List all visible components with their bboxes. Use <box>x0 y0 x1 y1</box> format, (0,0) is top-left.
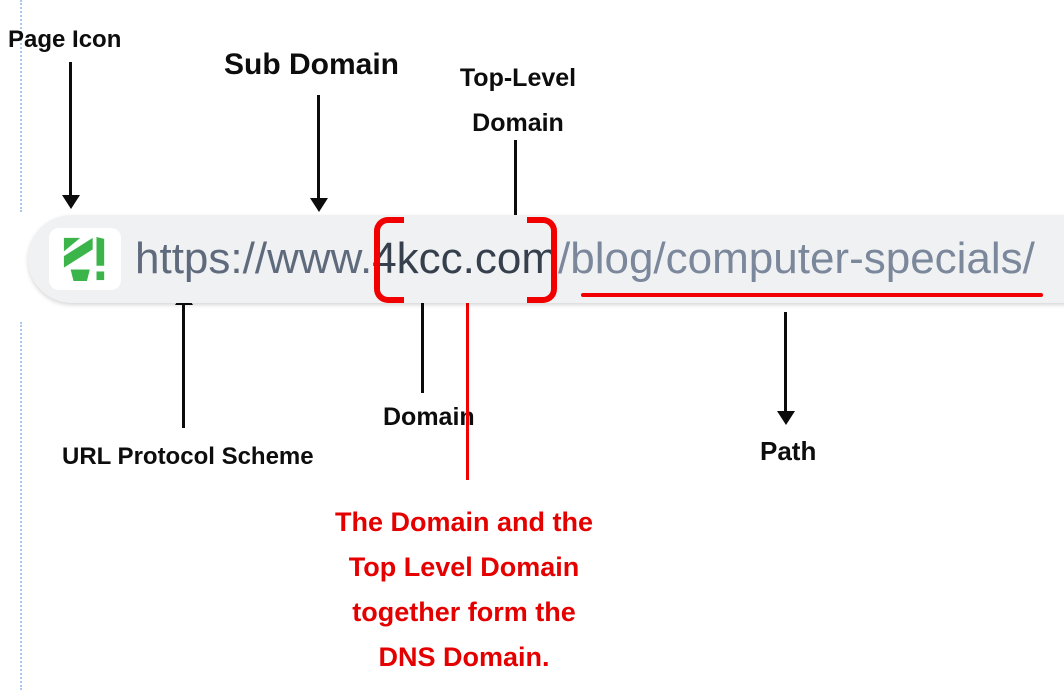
red-bracket-left <box>374 217 404 303</box>
arrow-page-icon <box>69 62 72 196</box>
url-scheme-and-subdomain: https://www. <box>135 234 373 283</box>
label-top-level-domain-line2: Domain <box>472 109 564 137</box>
favicon-tile <box>49 228 121 290</box>
guide-line-top <box>20 0 22 212</box>
arrow-domain <box>421 296 424 393</box>
page-favicon-icon <box>63 236 105 282</box>
url-text[interactable]: https://www. 4kcc.com /blog/computer-spe… <box>135 215 1035 303</box>
label-page-icon: Page Icon <box>8 26 122 53</box>
arrow-dns-domain-red <box>466 298 469 480</box>
address-bar[interactable]: https://www. 4kcc.com /blog/computer-spe… <box>28 215 1064 303</box>
arrow-path <box>784 312 787 412</box>
url-domain: 4kcc.com <box>372 234 559 283</box>
arrow-top-level-domain <box>514 140 517 227</box>
url-path: /blog/computer-specials/ <box>558 234 1035 283</box>
red-path-underline <box>581 293 1043 297</box>
note-line-2: Top Level Domain <box>348 552 580 582</box>
arrow-url-protocol-scheme <box>182 304 185 428</box>
note-line-3: together form the <box>352 597 576 627</box>
red-bracket-right <box>527 217 557 303</box>
dns-domain-note: The Domain and the Top Level Domain toge… <box>278 500 650 680</box>
note-line-4: DNS Domain. <box>378 642 550 672</box>
label-path: Path <box>760 436 817 466</box>
arrow-sub-domain <box>317 95 320 199</box>
label-url-protocol-scheme: URL Protocol Scheme <box>62 443 314 470</box>
label-top-level-domain-line1: Top-Level <box>459 64 577 92</box>
note-line-1: The Domain and the <box>334 507 594 537</box>
label-sub-domain: Sub Domain <box>224 48 400 81</box>
guide-line-bottom <box>20 322 22 690</box>
label-top-level-domain: Top-Level Domain <box>440 56 596 146</box>
label-domain: Domain <box>383 403 475 431</box>
